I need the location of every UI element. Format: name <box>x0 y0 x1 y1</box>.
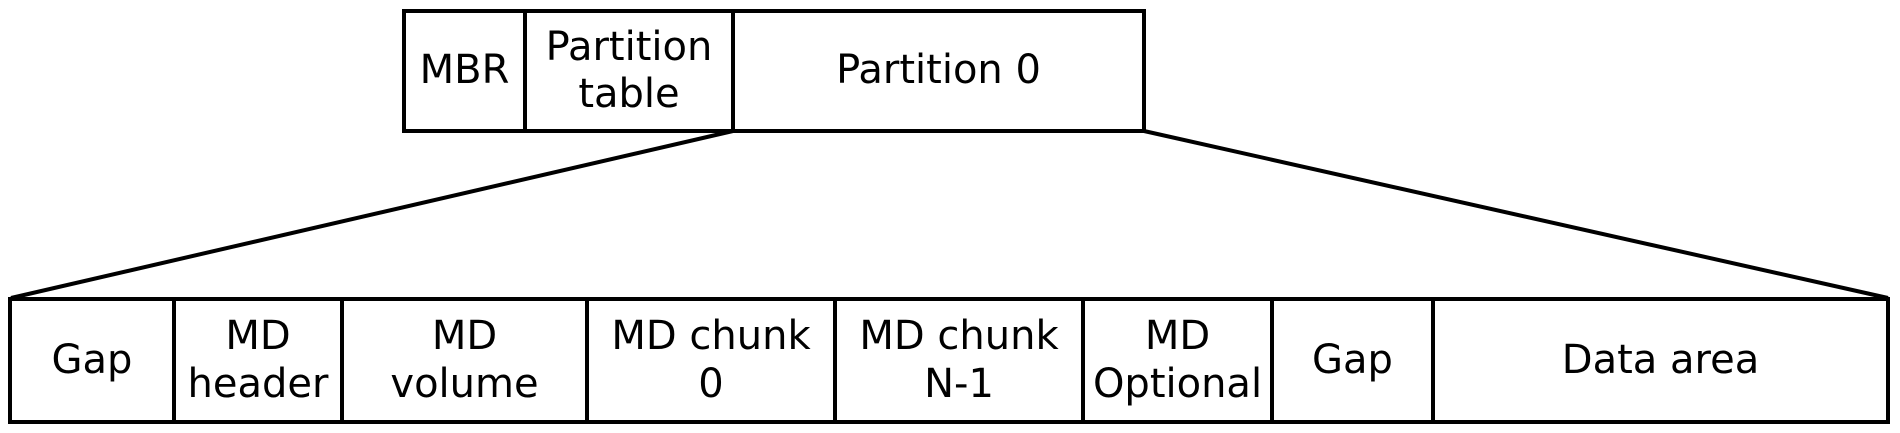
partition-0-expanded-row: Gap MD header MD volume MD chunk 0 MD ch… <box>8 297 1890 424</box>
disk-layout-row: MBR Partition table Partition 0 <box>402 9 1146 133</box>
cell-md-chunk-n-1: MD chunk N-1 <box>833 301 1081 420</box>
cell-gap-start: Gap <box>51 336 133 383</box>
expansion-line-left <box>10 129 734 300</box>
cell-data-area: Data area <box>1431 301 1886 420</box>
cell-md-volume: MD volume <box>340 301 585 420</box>
cell-partition-table: Partition table <box>523 13 731 129</box>
cell-mbr: MBR <box>419 47 510 94</box>
cell-md-optional: MD Optional <box>1081 301 1270 420</box>
cell-gap-end: Gap <box>1270 301 1431 420</box>
cell-partition-0: Partition 0 <box>731 13 1142 129</box>
cell-md-chunk-0: MD chunk 0 <box>585 301 833 420</box>
expansion-line-right <box>1143 129 1889 300</box>
cell-md-header: MD header <box>172 301 340 420</box>
